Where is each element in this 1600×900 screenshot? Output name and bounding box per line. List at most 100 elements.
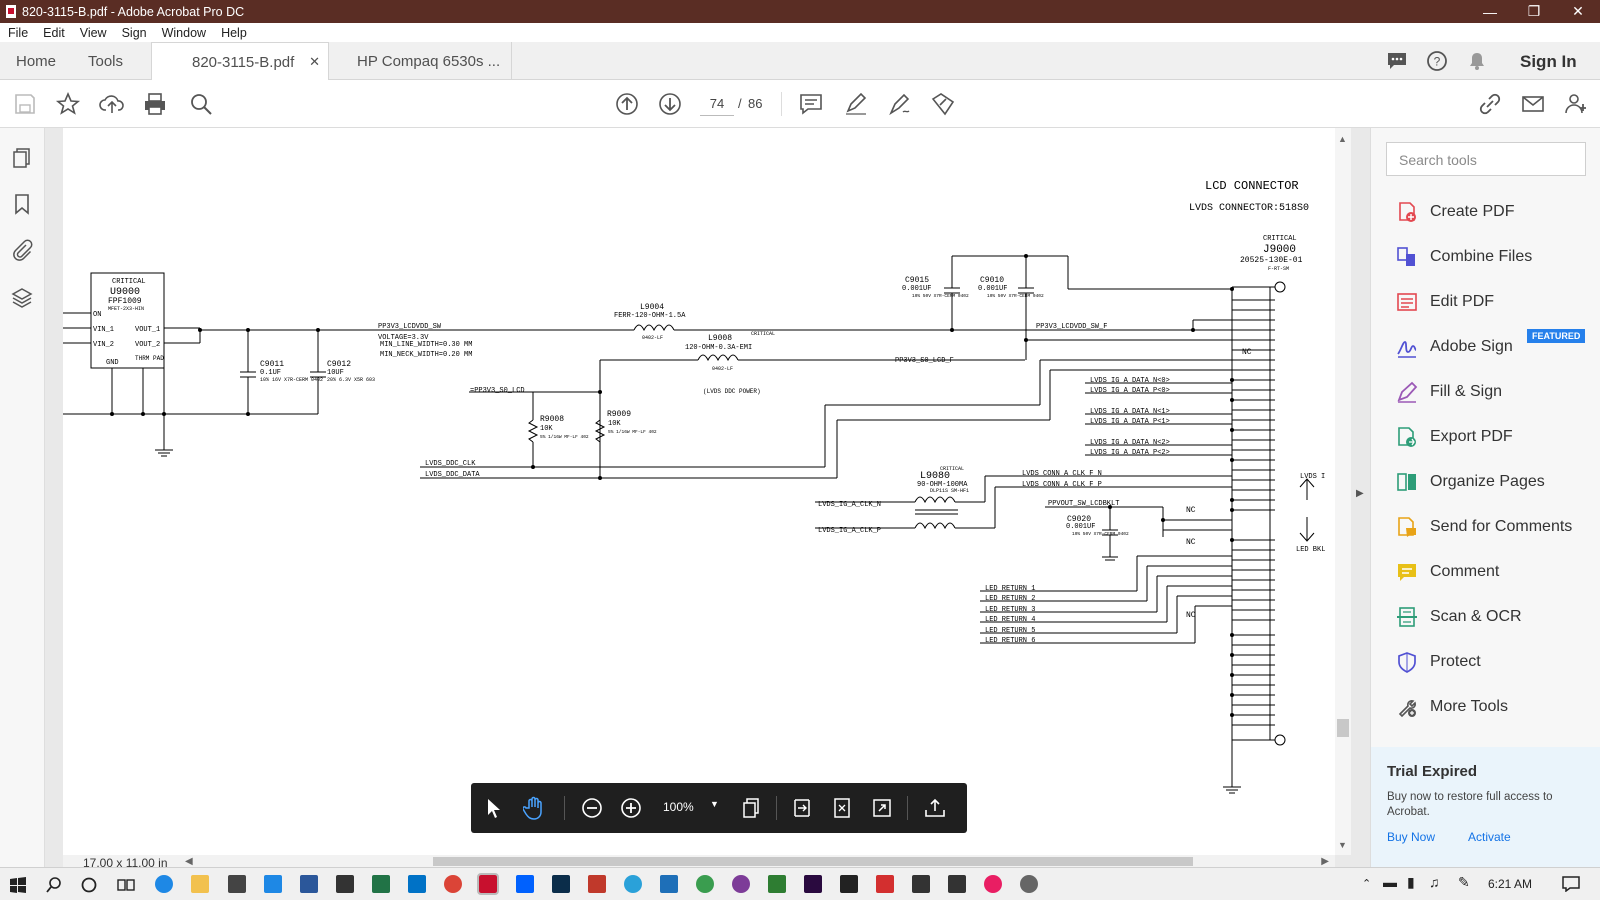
minimize-button[interactable]: — [1483,3,1497,20]
tool-send-for-comments[interactable]: Send for Comments [1396,513,1572,541]
tool-more-tools[interactable]: More Tools [1396,693,1508,721]
tab-document-2[interactable]: HP Compaq 6530s ... [329,42,512,80]
edge-browser-icon[interactable] [155,875,173,893]
settings-gear-icon[interactable] [1020,875,1038,893]
app-icon-leaf[interactable] [768,875,786,893]
zoom-out-icon[interactable] [579,795,605,821]
attachments-paperclip-icon[interactable] [10,238,34,262]
zoom-search-icon[interactable] [187,90,215,118]
dropbox-icon[interactable] [516,875,534,893]
photoshop-icon[interactable] [552,875,570,893]
premiere-icon[interactable] [804,875,822,893]
scroll-left-arrow-icon[interactable]: ◀ [185,856,193,867]
menu-help[interactable]: Help [221,25,247,40]
scroll-up-arrow-icon[interactable]: ▲ [1338,134,1347,144]
tool-fill-sign[interactable]: Fill & Sign [1396,378,1502,406]
tool-create-pdf[interactable]: Create PDF [1396,198,1514,226]
menu-sign[interactable]: Sign [121,25,147,40]
file-explorer-icon[interactable] [191,875,209,893]
upload-cloud-icon[interactable] [98,90,126,118]
tool-combine-files[interactable]: Combine Files [1396,243,1532,271]
activate-link[interactable]: Activate [1468,830,1511,844]
menu-view[interactable]: View [79,25,107,40]
tray-battery-icon[interactable]: ▮ [1407,874,1415,890]
windows-start-icon[interactable] [10,877,26,893]
tray-network-icon[interactable]: ▬ [1383,874,1397,890]
buy-now-link[interactable]: Buy Now [1387,830,1436,844]
close-button[interactable]: ✕ [1572,3,1584,19]
excel-icon[interactable] [372,875,390,893]
tool-export-pdf[interactable]: Export PDF [1396,423,1513,451]
mail-icon[interactable] [264,875,282,893]
export-upload-icon[interactable] [922,795,948,821]
fill-sign-icon[interactable] [929,90,957,118]
tray-volume-icon[interactable]: ♫ [1429,874,1440,890]
tool-adobe-sign[interactable]: Adobe Sign [1396,333,1513,361]
app-icon-tool-2[interactable] [948,875,966,893]
help-icon[interactable]: ? [1426,50,1448,72]
tool-scan-ocr[interactable]: Scan & OCR [1396,603,1522,631]
expand-right-panel-icon[interactable]: ▶ [1356,488,1364,499]
cortana-icon[interactable] [81,877,97,893]
email-icon[interactable] [1519,90,1547,118]
print-icon[interactable] [141,90,169,118]
app-icon-cross[interactable] [840,875,858,893]
zoom-level-select[interactable]: 100% [663,800,694,814]
tool-comment[interactable]: Comment [1396,558,1499,586]
tab-close-icon[interactable]: ✕ [309,54,320,69]
task-view-icon[interactable] [117,877,135,893]
menu-file[interactable]: File [8,25,29,40]
page-view-icon[interactable] [738,795,764,821]
bookmark-star-icon[interactable] [54,90,82,118]
tab-tools[interactable]: Tools [88,52,124,70]
app-icon-tool[interactable] [912,875,930,893]
horizontal-scrollbar[interactable]: ◀ ▶ [63,855,1335,868]
tab-home[interactable]: Home [16,52,57,70]
chrome-icon[interactable] [444,875,462,893]
share-link-icon[interactable] [1476,90,1504,118]
itunes-icon[interactable] [984,875,1002,893]
bookmarks-icon[interactable] [10,192,34,216]
tool-organize-pages[interactable]: Organize Pages [1396,468,1545,496]
horizontal-scroll-thumb[interactable] [433,857,1193,866]
zoom-dropdown-chevron-icon[interactable]: ▼ [710,799,719,809]
sign-in-button[interactable]: Sign In [1520,52,1577,71]
fit-page-icon[interactable] [829,795,855,821]
page-thumbnails-icon[interactable] [10,146,34,170]
tool-edit-pdf[interactable]: Edit PDF [1396,288,1494,316]
scroll-right-arrow-icon[interactable]: ▶ [1321,856,1329,867]
highlight-pen-icon[interactable] [842,90,870,118]
vertical-scroll-thumb[interactable] [1337,719,1349,737]
tool-protect[interactable]: Protect [1396,648,1481,676]
sign-pen-icon[interactable] [886,90,914,118]
action-center-icon[interactable] [1562,876,1580,892]
vertical-scrollbar[interactable]: ▲ ▼ [1335,128,1351,855]
add-user-icon[interactable] [1562,90,1590,118]
layers-icon[interactable] [10,286,34,310]
tray-pen-icon[interactable]: ✎ [1458,874,1470,890]
comment-icon[interactable] [797,90,825,118]
taskbar-clock[interactable]: 6:21 AM [1488,877,1533,891]
app-icon-purple[interactable] [732,875,750,893]
next-page-icon[interactable] [656,90,684,118]
full-screen-icon[interactable] [869,795,895,821]
taskbar-search-icon[interactable] [46,877,62,893]
zoom-in-icon[interactable] [618,795,644,821]
comment-bubble-icon[interactable] [1386,51,1408,71]
notification-bell-icon[interactable] [1468,51,1486,71]
app-icon-red[interactable] [588,875,606,893]
app-icon-blue[interactable] [660,875,678,893]
app-icon-dark[interactable] [336,875,354,893]
outlook-icon[interactable] [408,875,426,893]
maximize-button[interactable]: ❐ [1527,3,1541,19]
menu-edit[interactable]: Edit [43,25,65,40]
select-arrow-icon[interactable] [481,795,507,821]
store-icon[interactable] [228,875,246,893]
save-icon[interactable] [11,90,39,118]
previous-page-icon[interactable] [613,90,641,118]
telegram-icon[interactable] [624,875,642,893]
page-number-input[interactable]: 74 [700,92,734,116]
search-tools-input[interactable]: Search tools [1386,142,1586,176]
tray-chevron-up-icon[interactable]: ⌃ [1362,878,1372,890]
fit-width-icon[interactable] [789,795,815,821]
